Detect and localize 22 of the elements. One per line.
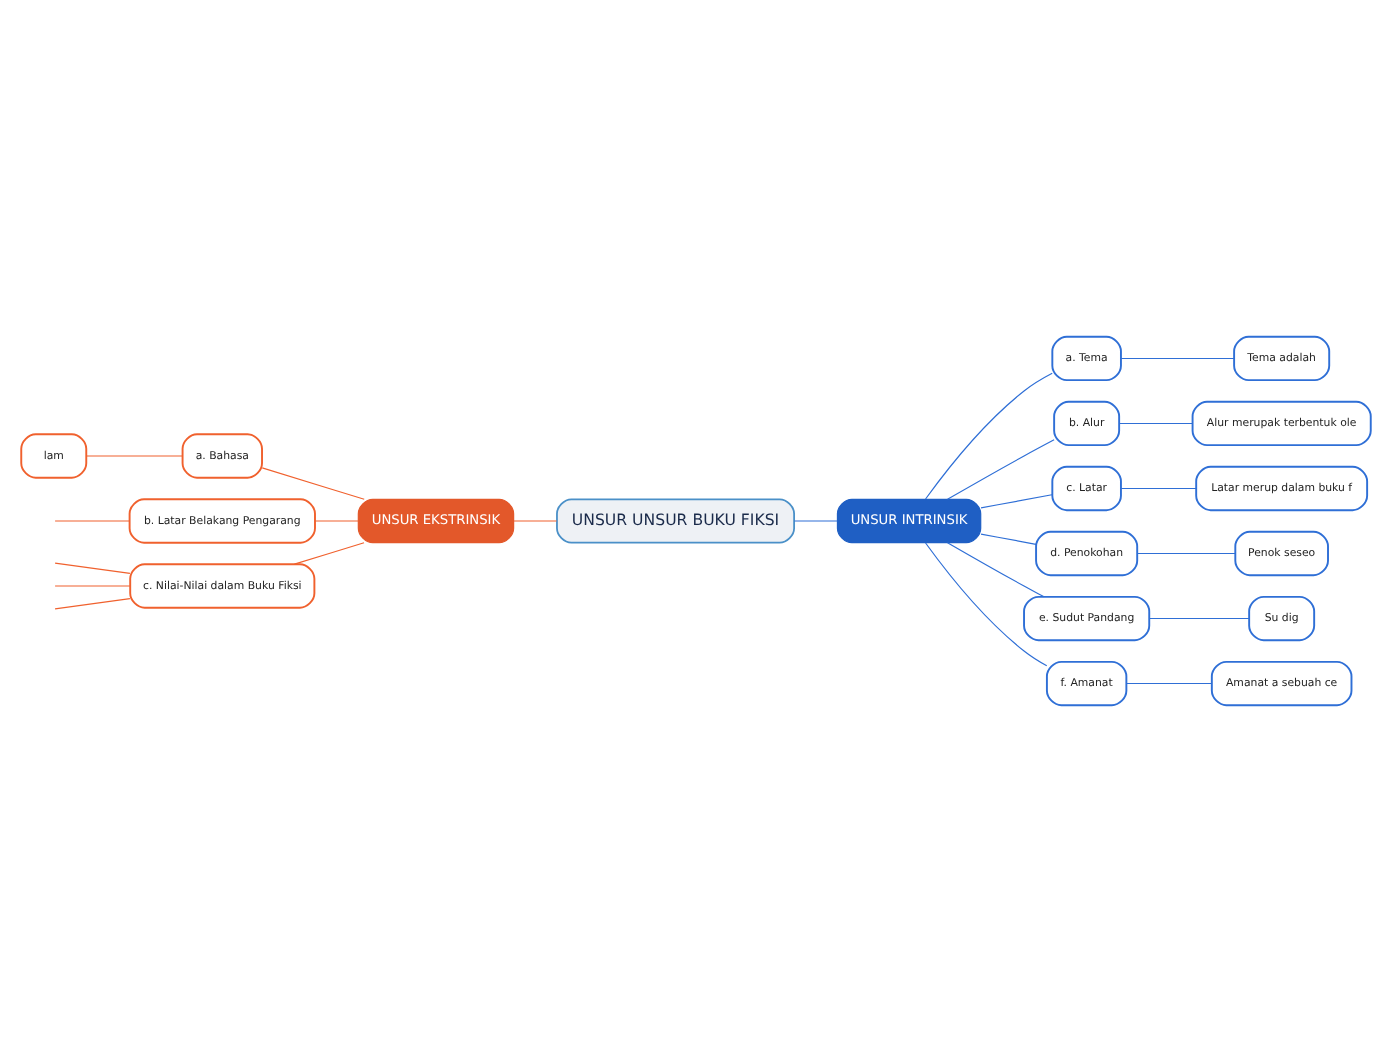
- connector: [54, 596, 131, 609]
- connector: [924, 541, 1048, 666]
- connector: [946, 438, 1055, 499]
- connector: [946, 541, 1045, 597]
- connector: [54, 519, 131, 521]
- connector: [314, 519, 359, 521]
- connector: [980, 493, 1053, 508]
- connector: [54, 561, 131, 574]
- connector: [54, 584, 131, 586]
- connector: [86, 454, 184, 456]
- connector: [793, 519, 838, 521]
- connector: [513, 519, 558, 521]
- connector: [1148, 616, 1250, 619]
- connector: [980, 532, 1037, 544]
- connector: [293, 541, 365, 564]
- connector: [261, 466, 365, 499]
- connector: [1126, 681, 1213, 684]
- connector: [1120, 486, 1197, 489]
- connector: [1118, 421, 1194, 424]
- connector: [1136, 551, 1236, 554]
- connector: [924, 371, 1053, 499]
- connector: [1120, 356, 1235, 359]
